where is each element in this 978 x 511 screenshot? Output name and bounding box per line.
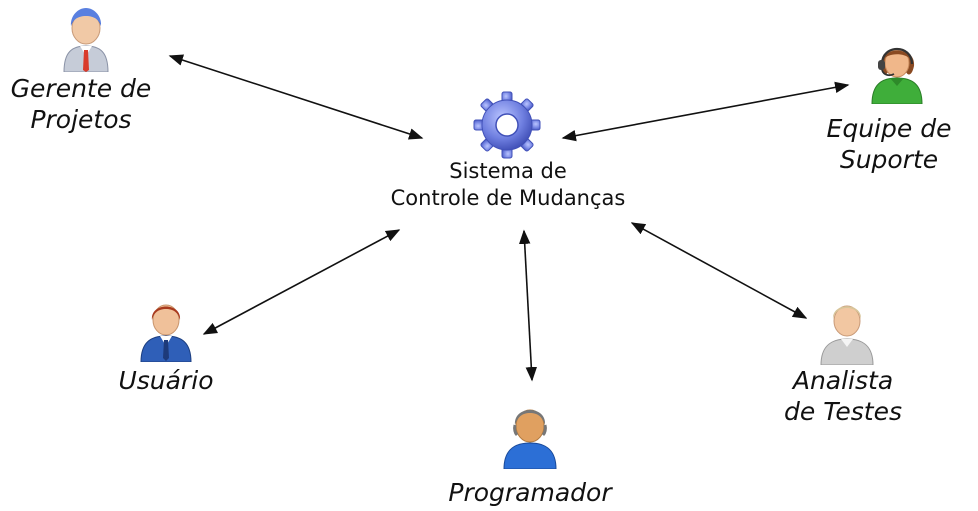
central-system-label: Sistema de Controle de Mudanças: [383, 158, 633, 213]
central-system-line1: Sistema de: [449, 159, 567, 183]
actor-analista-label: Analista de Testes: [768, 366, 918, 427]
arrow-gerente: [168, 54, 424, 140]
arrow-analista: [630, 222, 808, 319]
user-suit-person-icon: [140, 304, 192, 362]
actor-usuario-line1: Usuário: [118, 366, 214, 395]
actor-programador-label: Programador: [440, 478, 620, 509]
actor-gerente-label: Gerente de Projetos: [6, 74, 156, 135]
actor-suporte-line1: Equipe de: [826, 114, 952, 143]
gear-icon: [473, 91, 541, 159]
actor-suporte-line2: Suporte: [839, 144, 939, 174]
actor-suporte-label: Equipe de Suporte: [814, 114, 964, 175]
actor-usuario-label: Usuário: [96, 366, 236, 397]
arrow-suporte: [561, 81, 850, 142]
arrow-programador: [518, 229, 538, 382]
support-headset-person-icon: [871, 48, 923, 104]
arrow-usuario: [202, 229, 401, 335]
actor-programador-line1: Programador: [448, 478, 612, 507]
tester-person-icon: [820, 305, 874, 365]
actor-analista-line1: Analista: [792, 366, 894, 395]
actor-analista-line2: de Testes: [784, 396, 902, 426]
actor-gerente-line1: Gerente de: [10, 74, 152, 103]
actor-gerente-line2: Projetos: [30, 104, 132, 134]
programmer-person-icon: [503, 409, 557, 469]
manager-person-icon: [63, 8, 109, 72]
central-system-line2: Controle de Mudanças: [390, 186, 626, 211]
